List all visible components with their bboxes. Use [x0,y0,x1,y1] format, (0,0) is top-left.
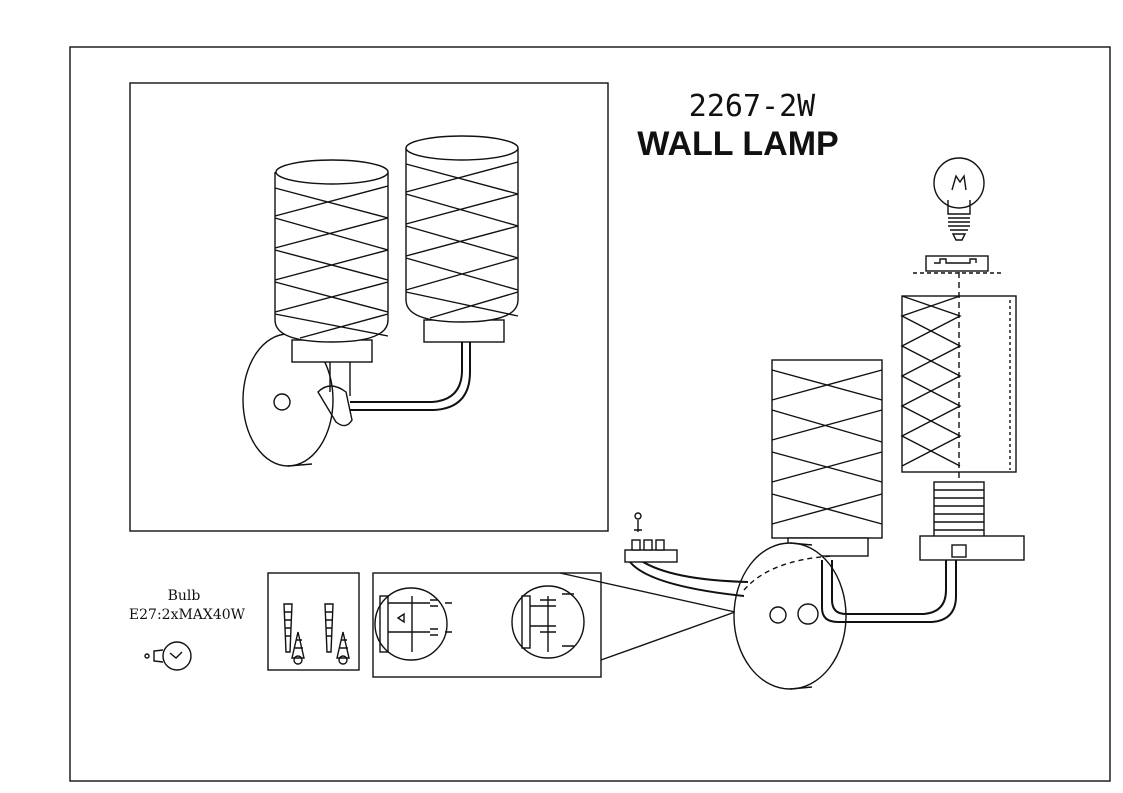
shade-exploded-left [771,359,883,557]
terminal-block [624,512,678,563]
bulb-spec: E27:2xMAX40W [129,607,246,623]
wall-plate-exploded [733,542,847,690]
mounting-steps-illustration [372,572,736,678]
lamp-exploded-illustration [624,157,1025,690]
lamp-assembled-illustration [242,135,519,467]
wall-anchors-and-screws-icon [267,572,360,671]
assembled-view-frame [129,82,609,532]
shade-exploded-right [900,272,1017,490]
product-name: WALL LAMP [637,125,838,163]
mount-screw [273,393,291,411]
sheet-border [69,46,1111,782]
small-bulb-icon [144,641,192,671]
shade-right [405,135,519,323]
model-number: 2267-2W [689,89,816,124]
shade-left [274,159,389,343]
assembled-view-panel [129,82,609,532]
bulb-label: Bulb [168,588,201,604]
socket [919,481,1025,561]
bulb-icon [933,157,985,241]
